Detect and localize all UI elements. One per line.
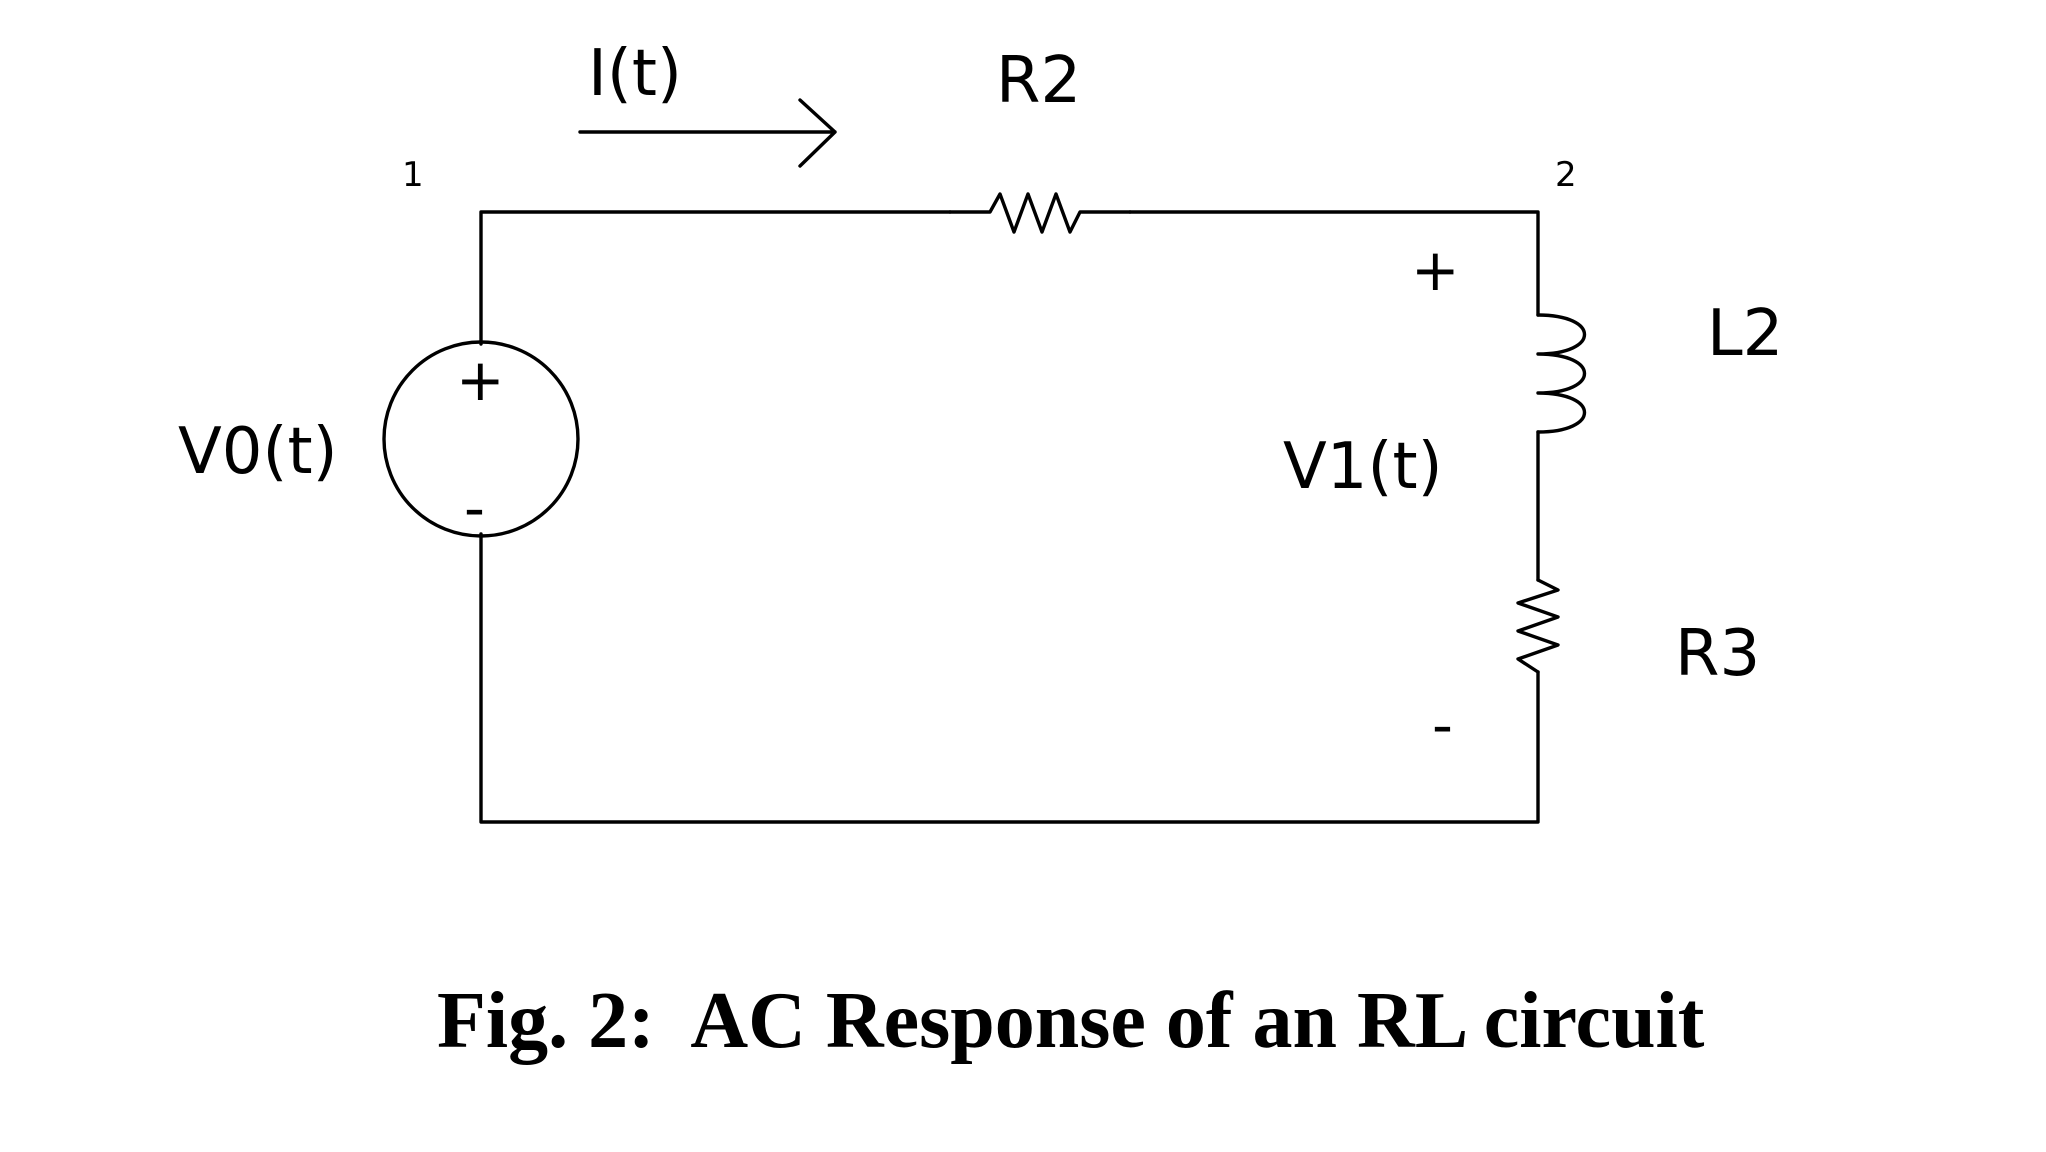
source-plus-sign: + [456, 346, 505, 414]
voltage-plus-sign: + [1411, 236, 1460, 304]
source-minus-sign: - [464, 474, 485, 542]
wire-right-bottom [479, 532, 1540, 824]
figure-caption: Fig. 2: AC Response of an RL circuit [437, 977, 1705, 1065]
voltage-source-v0 [382, 340, 580, 538]
current-label: I(t) [588, 37, 682, 111]
inductor-l2 [1536, 313, 1586, 434]
node-2-label: 2 [1555, 155, 1577, 195]
voltage-minus-sign: - [1432, 691, 1453, 759]
wire-top-right [1128, 210, 1540, 317]
voltage-v1-label: V1(t) [1283, 430, 1443, 504]
resistor-r3-label: R3 [1675, 617, 1760, 691]
inductor-l2-label: L2 [1707, 297, 1783, 371]
resistor-r2-label: R2 [996, 44, 1081, 118]
current-arrow [578, 98, 837, 168]
resistor-r2 [948, 192, 1132, 234]
source-v0-label: V0(t) [178, 415, 338, 489]
resistor-r3 [1516, 578, 1560, 674]
node-1-label: 1 [402, 155, 424, 195]
wire-left-top [479, 210, 952, 346]
